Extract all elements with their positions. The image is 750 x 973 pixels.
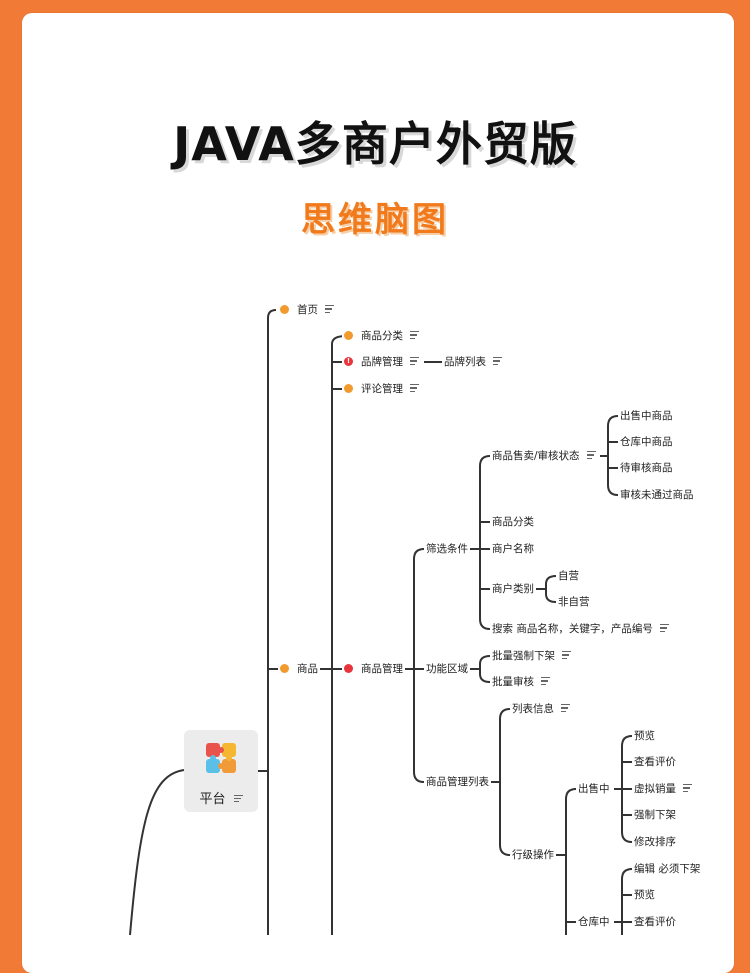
node-self-run[interactable]: 自营 bbox=[556, 565, 581, 587]
node-non-self-run-label: 非自营 bbox=[558, 596, 590, 608]
node-batch-off-label: 批量强制下架 bbox=[492, 650, 555, 662]
priority-dot-icon bbox=[280, 304, 289, 314]
notes-icon[interactable] bbox=[410, 329, 419, 341]
node-edit-sort[interactable]: 修改排序 bbox=[632, 831, 678, 853]
node-batch-off[interactable]: 批量强制下架 bbox=[490, 645, 573, 667]
node-preview[interactable]: 预览 bbox=[632, 725, 657, 747]
node-fake-sales-label: 虚拟销量 bbox=[634, 783, 676, 795]
page-title: JAVA多商户外贸版 bbox=[173, 117, 577, 171]
alert-icon: ! bbox=[344, 356, 353, 366]
node-batch-review-label: 批量审核 bbox=[492, 676, 534, 688]
node-fake-sales[interactable]: 虚拟销量 bbox=[632, 778, 694, 800]
node-list-info[interactable]: 列表信息 bbox=[510, 698, 572, 720]
node-goods-list[interactable]: 商品管理列表 bbox=[424, 771, 491, 793]
node-pending[interactable]: 待审核商品 bbox=[618, 457, 675, 479]
priority-dot-icon bbox=[344, 383, 353, 393]
node-view-comments-2[interactable]: 查看评价 bbox=[632, 911, 678, 933]
priority-dot-icon bbox=[344, 330, 353, 340]
node-batch-review[interactable]: 批量审核 bbox=[490, 671, 552, 693]
node-filter[interactable]: 筛选条件 bbox=[424, 538, 470, 560]
node-edit-must-off-label: 编辑 必须下架 bbox=[634, 863, 701, 875]
notes-icon[interactable] bbox=[325, 303, 334, 315]
node-edit-must-off[interactable]: 编辑 必须下架 bbox=[632, 858, 703, 880]
content-card bbox=[22, 13, 734, 973]
node-home-label: 首页 bbox=[297, 304, 318, 316]
node-filter-label: 筛选条件 bbox=[426, 543, 468, 555]
node-on-sale-label: 出售中商品 bbox=[620, 410, 673, 422]
root-label: 平台 bbox=[184, 788, 258, 807]
notes-icon[interactable] bbox=[493, 355, 502, 367]
node-merchant-name-label: 商户名称 bbox=[492, 543, 534, 555]
node-non-self-run[interactable]: 非自营 bbox=[556, 591, 592, 613]
notes-icon[interactable] bbox=[233, 793, 243, 805]
notes-icon[interactable] bbox=[410, 355, 419, 367]
node-merchant-type-label: 商户类别 bbox=[492, 583, 534, 595]
node-sale-status-label: 商品售卖/审核状态 bbox=[492, 450, 580, 462]
node-pending-label: 待审核商品 bbox=[620, 462, 673, 474]
node-search[interactable]: 搜索 商品名称，关键字，产品编号 bbox=[490, 618, 671, 640]
node-filter-category-label: 商品分类 bbox=[492, 516, 534, 528]
priority-dot-icon bbox=[344, 663, 353, 673]
puzzle-icon bbox=[206, 743, 236, 773]
node-rejected[interactable]: 审核未通过商品 bbox=[618, 484, 696, 506]
node-list-info-label: 列表信息 bbox=[512, 703, 554, 715]
node-on-sale[interactable]: 出售中商品 bbox=[618, 405, 675, 427]
node-goods-manage[interactable]: 商品管理 bbox=[342, 658, 405, 680]
node-preview-label: 预览 bbox=[634, 730, 655, 742]
node-brand-list-label: 品牌列表 bbox=[444, 356, 486, 368]
notes-icon[interactable] bbox=[561, 702, 570, 714]
node-row-ops[interactable]: 行级操作 bbox=[510, 844, 556, 866]
node-in-warehouse[interactable]: 仓库中商品 bbox=[618, 431, 675, 453]
notes-icon[interactable] bbox=[659, 622, 669, 634]
node-brand[interactable]: ! 品牌管理 bbox=[342, 351, 421, 373]
node-preview-2[interactable]: 预览 bbox=[632, 884, 657, 906]
node-force-off-label: 强制下架 bbox=[634, 809, 676, 821]
node-sale-status[interactable]: 商品售卖/审核状态 bbox=[490, 445, 598, 467]
node-search-label: 搜索 商品名称，关键字，产品编号 bbox=[492, 623, 653, 635]
node-goods[interactable]: 商品 bbox=[278, 658, 320, 680]
root-label-text: 平台 bbox=[199, 792, 226, 807]
mindmap-connectors bbox=[129, 309, 633, 935]
node-category[interactable]: 商品分类 bbox=[342, 325, 421, 347]
node-goods-manage-label: 商品管理 bbox=[361, 663, 403, 675]
node-rejected-label: 审核未通过商品 bbox=[620, 489, 694, 501]
notes-icon[interactable] bbox=[586, 449, 596, 461]
notes-icon[interactable] bbox=[562, 649, 571, 661]
node-view-comments[interactable]: 查看评价 bbox=[632, 751, 678, 773]
node-edit-sort-label: 修改排序 bbox=[634, 836, 676, 848]
page-subtitle: 思维脑图 bbox=[301, 200, 449, 240]
node-row-ops-label: 行级操作 bbox=[512, 849, 554, 861]
node-home[interactable]: 首页 bbox=[278, 299, 336, 321]
node-selling[interactable]: 出售中 bbox=[576, 778, 612, 800]
node-comment-label: 评论管理 bbox=[361, 383, 403, 395]
node-merchant-name[interactable]: 商户名称 bbox=[490, 538, 536, 560]
notes-icon[interactable] bbox=[410, 382, 419, 394]
node-preview-2-label: 预览 bbox=[634, 889, 655, 901]
node-function-area-label: 功能区域 bbox=[426, 663, 468, 675]
node-self-run-label: 自营 bbox=[558, 570, 579, 582]
node-warehouse-label: 仓库中 bbox=[578, 916, 610, 928]
node-force-off[interactable]: 强制下架 bbox=[632, 804, 678, 826]
node-goods-label: 商品 bbox=[297, 663, 318, 675]
node-category-label: 商品分类 bbox=[361, 330, 403, 342]
node-function-area[interactable]: 功能区域 bbox=[424, 658, 470, 680]
node-in-warehouse-label: 仓库中商品 bbox=[620, 436, 673, 448]
node-merchant-type[interactable]: 商户类别 bbox=[490, 578, 536, 600]
node-comment[interactable]: 评论管理 bbox=[342, 378, 421, 400]
node-brand-list[interactable]: 品牌列表 bbox=[442, 351, 504, 373]
priority-dot-icon bbox=[280, 663, 289, 673]
node-selling-label: 出售中 bbox=[578, 783, 610, 795]
node-view-comments-2-label: 查看评价 bbox=[634, 916, 676, 928]
node-filter-category[interactable]: 商品分类 bbox=[490, 511, 536, 533]
root-node-platform[interactable]: 平台 bbox=[184, 730, 258, 812]
node-view-comments-label: 查看评价 bbox=[634, 756, 676, 768]
node-brand-label: 品牌管理 bbox=[361, 356, 403, 368]
notes-icon[interactable] bbox=[683, 782, 692, 794]
notes-icon[interactable] bbox=[541, 675, 550, 687]
node-goods-list-label: 商品管理列表 bbox=[426, 776, 489, 788]
node-warehouse[interactable]: 仓库中 bbox=[576, 911, 612, 933]
